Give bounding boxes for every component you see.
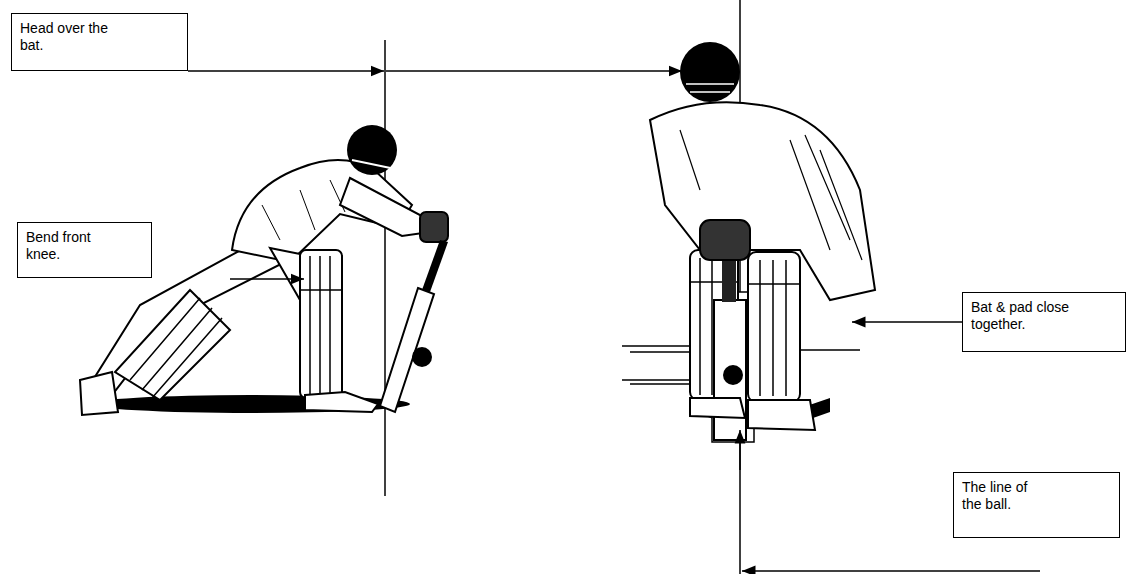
bat-blade <box>380 288 434 412</box>
batsman-front-view <box>622 42 875 442</box>
callout-box: Bend front knee. <box>17 222 152 278</box>
cricket-ball <box>412 347 432 367</box>
helmet <box>680 42 740 102</box>
leader-arrow <box>188 70 384 72</box>
front-pad <box>300 250 342 398</box>
callout-text: The line of the ball. <box>962 479 1044 513</box>
leader-arrow <box>386 70 682 72</box>
callout-text: Bend front knee. <box>26 229 110 263</box>
back-shoe <box>80 372 118 415</box>
guide-line <box>384 40 386 496</box>
leader-arrow <box>230 278 304 280</box>
callout-box: Bat & pad close together. <box>962 292 1126 352</box>
glove <box>420 212 448 242</box>
front-shoe <box>305 392 378 412</box>
bat-blade <box>714 300 746 440</box>
cricket-ball <box>723 365 743 385</box>
pad-stripes <box>748 260 800 396</box>
callout-box: The line of the ball. <box>953 472 1120 538</box>
callout-box: Head over the bat. <box>11 13 188 71</box>
gloves <box>700 220 750 260</box>
shoe <box>690 398 745 418</box>
leader-arrow <box>852 321 962 323</box>
helmet-visor <box>352 160 400 170</box>
leader-arrow <box>739 430 741 470</box>
pad-stripes <box>300 256 342 394</box>
pad-stripes <box>130 298 222 398</box>
back-pad <box>115 290 230 400</box>
callout-text: Head over the bat. <box>20 20 124 54</box>
arm <box>340 178 430 236</box>
callout-text: Bat & pad close together. <box>971 299 1083 333</box>
guide-line <box>739 0 741 574</box>
right-pad <box>748 252 800 402</box>
shoe <box>748 400 815 430</box>
shirt-shading <box>262 180 345 240</box>
shirt-shading <box>680 130 862 260</box>
helmet-grille <box>686 84 734 92</box>
leader-arrow <box>742 570 1040 572</box>
bat-handle <box>422 240 448 292</box>
